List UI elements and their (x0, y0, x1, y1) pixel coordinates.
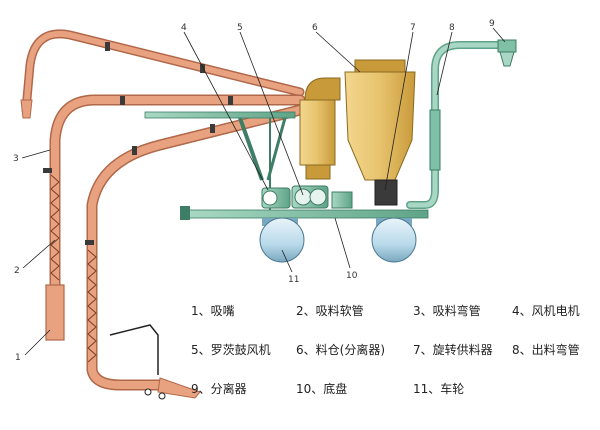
legend-item-5: 5、罗茨鼓风机 (191, 343, 271, 357)
callout-1: 1 (15, 353, 21, 363)
legend-item-9: 9、分离器 (191, 382, 247, 396)
callout-2: 2 (14, 266, 20, 276)
legend-item-2: 2、吸料软管 (296, 304, 364, 318)
callout-9: 9 (489, 19, 495, 29)
nozzle-cart-tip (157, 377, 201, 399)
filter-column (299, 77, 341, 180)
callout-6: 6 (312, 23, 318, 33)
suction-nozzle (45, 284, 65, 341)
legend-item-7: 7、旋转供料器 (413, 343, 493, 357)
fan-motor (261, 187, 291, 209)
legend-item-4: 4、风机电机 (512, 304, 580, 318)
callout-5: 5 (237, 23, 243, 33)
top-nozzle (20, 99, 33, 119)
hose-clamps (43, 42, 233, 245)
chassis-base (187, 209, 429, 219)
nozzle-cart-handle (109, 324, 159, 375)
callout-3: 3 (13, 154, 19, 164)
leader-lines (21, 27, 506, 356)
wheel-right (371, 217, 417, 263)
outlet-separator (497, 39, 517, 67)
callout-4: 4 (181, 23, 187, 33)
legend-item-6: 6、料仓(分离器) (296, 343, 385, 357)
callout-10: 10 (346, 271, 358, 281)
discharge-bend (406, 41, 504, 209)
legend-item-1: 1、吸嘴 (191, 304, 235, 318)
suction-hose-corrugation (50, 174, 60, 281)
top-beam (144, 111, 296, 119)
callout-labels: 1 2 3 4 5 6 7 8 9 10 11 (13, 19, 495, 363)
roots-blower (291, 185, 329, 209)
legend-item-8: 8、出料弯管 (512, 343, 580, 357)
callout-11: 11 (288, 275, 299, 285)
legend-item-11: 11、车轮 (413, 382, 465, 396)
wheel-left (259, 217, 305, 263)
silo-separator (344, 59, 416, 206)
callout-8: 8 (449, 23, 455, 33)
legend-item-10: 10、底盘 (296, 382, 348, 396)
callout-7: 7 (410, 23, 416, 33)
legend-item-3: 3、吸料弯管 (413, 304, 481, 318)
